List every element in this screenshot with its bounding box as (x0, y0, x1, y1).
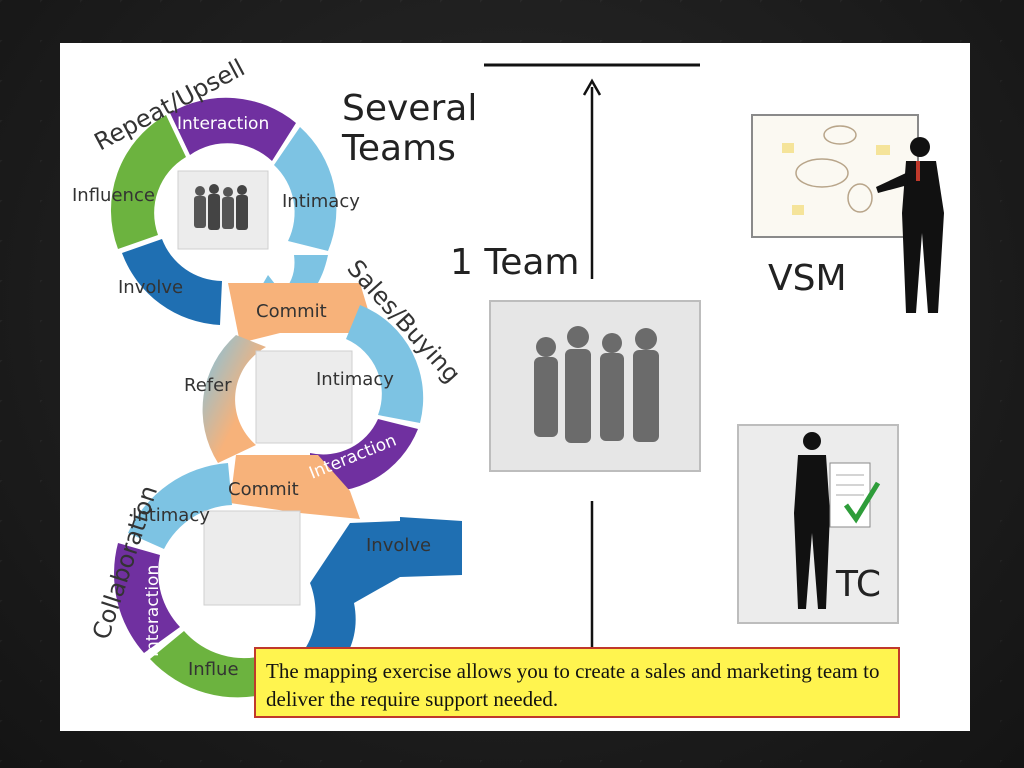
presenter-silhouette (876, 137, 944, 313)
caption-text: The mapping exercise allows you to creat… (266, 659, 880, 711)
mid-seg-intimacy (346, 305, 424, 423)
label-mid-intimacy: Intimacy (316, 369, 394, 390)
label-bot-influence: Influe (188, 659, 239, 680)
bot-seg-intimacy (128, 463, 232, 549)
top-seg-interaction (170, 97, 296, 161)
label-bot-involve: Involve (366, 535, 431, 556)
bot-seg-interaction (114, 543, 180, 653)
several-teams-label: Several Teams (342, 88, 478, 169)
label-mid-refer: Refer (184, 375, 232, 396)
top-seg-influence (110, 115, 186, 249)
top-seg-involve (122, 239, 222, 325)
label-mid-commit: Commit (256, 301, 327, 322)
label-top-influence: Influence (72, 185, 155, 206)
label-bot-commit: Commit (228, 479, 299, 500)
mid-seg-commit (228, 283, 378, 343)
middle-cycle (202, 283, 424, 493)
label-bot-intimacy: Intimacy (132, 505, 210, 526)
one-team-label: 1 Team (450, 242, 580, 283)
bottom-cycle (114, 455, 462, 698)
label-top-interaction: Interaction (177, 114, 269, 134)
process-diagram: Repeat/Upsell Sales/Buying Collaboration… (72, 54, 944, 698)
bot-seg-commit (230, 455, 360, 519)
top-people-box (177, 170, 269, 250)
bot-seg-involve-arrow (290, 517, 462, 683)
vsm-whiteboard (751, 114, 944, 313)
label-top-intimacy: Intimacy (282, 191, 360, 212)
caption-box: The mapping exercise allows you to creat… (254, 647, 900, 718)
one-team-photo (489, 300, 701, 472)
team-axis (484, 63, 700, 653)
tc-box (737, 424, 899, 624)
tc-label: TC (836, 564, 882, 605)
top-seg-intimacy (274, 127, 337, 251)
bottom-people-box (203, 510, 301, 606)
middle-people-box (255, 350, 353, 444)
bot-seg-influence (150, 631, 270, 698)
label-bot-interaction: Interaction (143, 565, 163, 657)
vsm-label: VSM (768, 258, 847, 299)
slide: Repeat/Upsell Sales/Buying Collaboration… (60, 43, 970, 731)
label-top-involve: Involve (118, 277, 183, 298)
mid-seg-interaction (310, 419, 418, 493)
tc-silhouette (794, 432, 830, 609)
mid-seg-refer (202, 335, 266, 463)
